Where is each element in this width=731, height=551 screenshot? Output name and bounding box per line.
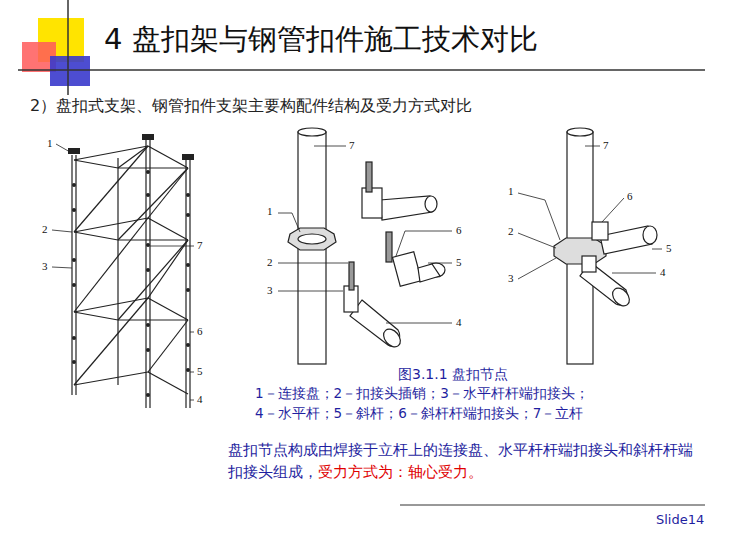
callout-number: 7 bbox=[603, 139, 609, 152]
deco-square bbox=[50, 56, 90, 86]
figure-caption: 图3.1.1 盘扣节点 bbox=[398, 366, 508, 383]
scaffold-tower bbox=[72, 140, 190, 408]
callout-number: 3 bbox=[42, 260, 48, 273]
callout-number: 5 bbox=[197, 365, 203, 378]
rosettes bbox=[68, 134, 194, 397]
leader-lines bbox=[52, 144, 194, 400]
footer-line bbox=[400, 505, 705, 506]
callout-number: 3 bbox=[267, 284, 273, 297]
callout-number: 1 bbox=[47, 137, 53, 150]
node-assembled bbox=[554, 128, 657, 364]
callout-number: 4 bbox=[456, 316, 462, 329]
legend-line: 4－水平杆；5－斜杆；6－斜杆杆端扣接头；7－立杆 bbox=[255, 405, 583, 421]
callout-number: 5 bbox=[456, 256, 462, 269]
slide-number: Slide14 bbox=[656, 512, 704, 528]
callout-number: 1 bbox=[267, 205, 273, 218]
callout-number: 6 bbox=[627, 190, 633, 203]
callout-number: 2 bbox=[508, 225, 514, 238]
callout-number: 6 bbox=[456, 224, 462, 237]
leader-lines bbox=[278, 146, 452, 323]
callout-number: 5 bbox=[666, 242, 672, 255]
deco-line bbox=[18, 69, 705, 71]
callout-number: 3 bbox=[508, 272, 514, 285]
callout-number: 4 bbox=[197, 393, 203, 406]
callout-number: 2 bbox=[267, 256, 273, 269]
legend-line: 1－连接盘；2－扣接头插销；3－水平杆杆端扣接头； bbox=[255, 385, 589, 401]
callout-number: 7 bbox=[349, 139, 355, 152]
callout-number: 4 bbox=[660, 266, 666, 279]
slide-title: 4 盘扣架与钢管扣件施工技术对比 bbox=[104, 22, 538, 57]
callout-number: 2 bbox=[42, 223, 48, 236]
subtitle: 2）盘扣式支架、钢管扣件支架主要构配件结构及受力方式对比 bbox=[30, 96, 472, 115]
callout-number: 1 bbox=[508, 185, 514, 198]
leader-lines bbox=[518, 146, 662, 279]
description: 盘扣节点构成由焊接于立杆上的连接盘、水平杆杆端扣接头和斜杆杆端扣接头组成，受力方… bbox=[228, 440, 700, 484]
emphasis-text: 受力方式为：轴心受力。 bbox=[318, 463, 483, 481]
deco-line bbox=[67, 0, 69, 95]
callout-number: 7 bbox=[197, 239, 203, 252]
callout-number: 6 bbox=[197, 325, 203, 338]
node-exploded bbox=[288, 128, 445, 364]
